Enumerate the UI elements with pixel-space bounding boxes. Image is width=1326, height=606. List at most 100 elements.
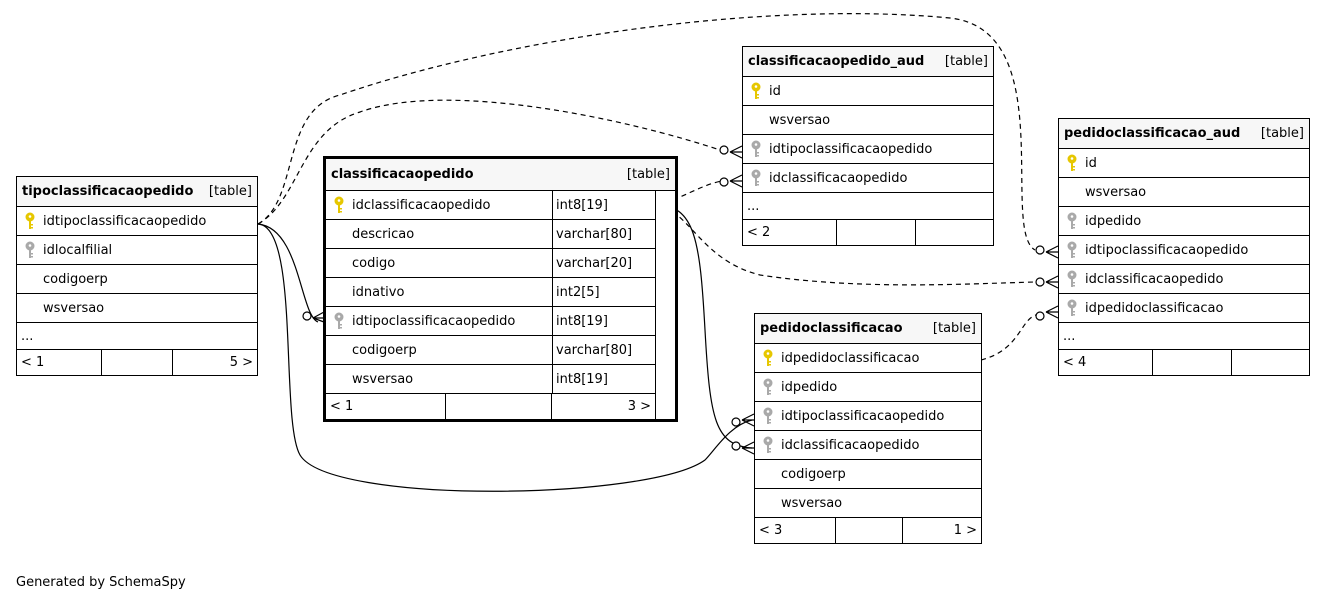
foreign-key-icon bbox=[1059, 241, 1085, 259]
column-name: idtipoclassificacaopedido bbox=[352, 313, 516, 329]
edge-tipo-to-pedidoclassificacao-aud bbox=[257, 13, 1036, 251]
footer-middle bbox=[835, 518, 902, 543]
column-name: codigo bbox=[352, 255, 396, 271]
table-classificacaopedido-aud[interactable]: classificacaopedido_aud [table] id wsvers… bbox=[742, 46, 994, 246]
column-name: idtipoclassificacaopedido bbox=[1085, 242, 1249, 258]
edge-classificacaopedido-to-pedidoclassificacao-aud bbox=[655, 204, 1036, 286]
table-pedidoclassificacao[interactable]: pedidoclassificacao [table] idpedidoclas… bbox=[754, 313, 982, 544]
more-columns: ... bbox=[743, 193, 993, 220]
footer-middle bbox=[445, 394, 551, 419]
column-name-cell: codigo bbox=[326, 249, 552, 277]
primary-key-icon bbox=[326, 196, 352, 214]
parents-count: < 1 bbox=[21, 355, 45, 370]
column-row[interactable]: id bbox=[1059, 149, 1309, 178]
column-row[interactable]: idtipoclassificacaopedido bbox=[17, 207, 257, 236]
column-row[interactable]: wsversao bbox=[755, 489, 981, 518]
column-row[interactable]: idpedidoclassificacao bbox=[1059, 294, 1309, 323]
column-name-cell: idpedidoclassificacao bbox=[755, 344, 981, 372]
column-name-cell: descricao bbox=[326, 220, 552, 248]
table-type: [table] bbox=[944, 54, 988, 69]
children-count bbox=[915, 220, 993, 245]
column-name: descricao bbox=[352, 226, 415, 242]
column-name-cell: wsversao bbox=[743, 106, 993, 134]
table-type: [table] bbox=[932, 321, 976, 336]
column-name: wsversao bbox=[769, 112, 831, 128]
parents-count: < 1 bbox=[330, 399, 354, 414]
column-name-cell: id bbox=[743, 77, 993, 105]
column-row[interactable]: id bbox=[743, 77, 993, 106]
table-header: pedidoclassificacao [table] bbox=[755, 314, 981, 344]
column-name-cell: idclassificacaopedido bbox=[755, 431, 981, 459]
table-type: [table] bbox=[208, 184, 252, 199]
table-name: pedidoclassificacao bbox=[760, 321, 903, 336]
column-name-cell: codigoerp bbox=[17, 265, 257, 293]
edge-tipo-to-pedidoclassificacao bbox=[257, 223, 753, 492]
table-footer: < 1 3 > bbox=[326, 394, 656, 419]
table-tipoclassificacaopedido[interactable]: tipoclassificacaopedido [table] idtipocl… bbox=[16, 176, 258, 376]
edge-end-markers bbox=[302, 145, 1059, 455]
footer-middle bbox=[101, 350, 172, 375]
column-row[interactable]: idpedido bbox=[755, 373, 981, 402]
table-type: [table] bbox=[626, 167, 670, 182]
column-name: idnativo bbox=[352, 284, 405, 300]
column-name: id bbox=[769, 83, 781, 99]
column-row[interactable]: idpedidoclassificacao bbox=[755, 344, 981, 373]
column-type: int8[19] bbox=[552, 365, 655, 393]
table-footer: < 4 bbox=[1059, 350, 1309, 375]
table-header: classificacaopedido [table] bbox=[326, 159, 675, 191]
column-row[interactable]: wsversao bbox=[17, 294, 257, 323]
primary-key-icon bbox=[755, 349, 781, 367]
foreign-key-icon bbox=[17, 241, 43, 259]
column-name: idtipoclassificacaopedido bbox=[781, 408, 945, 424]
column-name-cell: idpedido bbox=[755, 373, 981, 401]
column-row[interactable]: wsversao bbox=[743, 106, 993, 135]
foreign-key-icon bbox=[1059, 270, 1085, 288]
column-name-cell: idtipoclassificacaopedido bbox=[743, 135, 993, 163]
column-name-cell: idtipoclassificacaopedido bbox=[17, 207, 257, 235]
column-type: varchar[20] bbox=[552, 249, 655, 277]
column-row[interactable]: codigo varchar[20] bbox=[326, 249, 656, 278]
table-name: classificacaopedido_aud bbox=[748, 54, 925, 69]
column-row[interactable]: wsversao bbox=[1059, 178, 1309, 207]
foreign-key-icon bbox=[755, 436, 781, 454]
column-row[interactable]: idpedido bbox=[1059, 207, 1309, 236]
table-footer: < 1 5 > bbox=[17, 350, 257, 375]
edge-classificacaopedido-to-classificacaopedido-aud bbox=[655, 180, 723, 206]
primary-key-icon bbox=[1059, 154, 1085, 172]
column-row[interactable]: idnativo int2[5] bbox=[326, 278, 656, 307]
column-name-cell: idlocalfilial bbox=[17, 236, 257, 264]
column-row[interactable]: idclassificacaopedido bbox=[1059, 265, 1309, 294]
table-classificacaopedido[interactable]: classificacaopedido [table] idclassifica… bbox=[323, 156, 678, 422]
column-name-cell: wsversao bbox=[17, 294, 257, 322]
column-name-cell: codigoerp bbox=[755, 460, 981, 488]
column-name-cell: wsversao bbox=[326, 365, 552, 393]
footer-middle bbox=[836, 220, 915, 245]
children-count bbox=[1231, 350, 1309, 375]
column-row[interactable]: codigoerp bbox=[17, 265, 257, 294]
column-name: idpedidoclassificacao bbox=[1085, 300, 1224, 316]
table-header: classificacaopedido_aud [table] bbox=[743, 47, 993, 77]
children-count: 1 > bbox=[902, 518, 981, 543]
column-name: codigoerp bbox=[352, 342, 417, 358]
column-row[interactable]: idtipoclassificacaopedido bbox=[1059, 236, 1309, 265]
column-row[interactable]: codigoerp bbox=[755, 460, 981, 489]
table-footer: < 3 1 > bbox=[755, 518, 981, 543]
column-row[interactable]: idlocalfilial bbox=[17, 236, 257, 265]
column-row[interactable]: idtipoclassificacaopedido bbox=[755, 402, 981, 431]
column-row[interactable]: idclassificacaopedido bbox=[755, 431, 981, 460]
parents-count: < 2 bbox=[747, 225, 771, 240]
column-row[interactable]: idclassificacaopedido bbox=[743, 164, 993, 193]
more-columns: ... bbox=[17, 323, 257, 350]
column-name: idtipoclassificacaopedido bbox=[769, 141, 933, 157]
column-name: idpedidoclassificacao bbox=[781, 350, 920, 366]
column-row[interactable]: idtipoclassificacaopedido bbox=[743, 135, 993, 164]
generated-by-caption: Generated by SchemaSpy bbox=[16, 575, 186, 590]
column-type: int2[5] bbox=[552, 278, 655, 306]
table-footer: < 2 bbox=[743, 220, 993, 245]
